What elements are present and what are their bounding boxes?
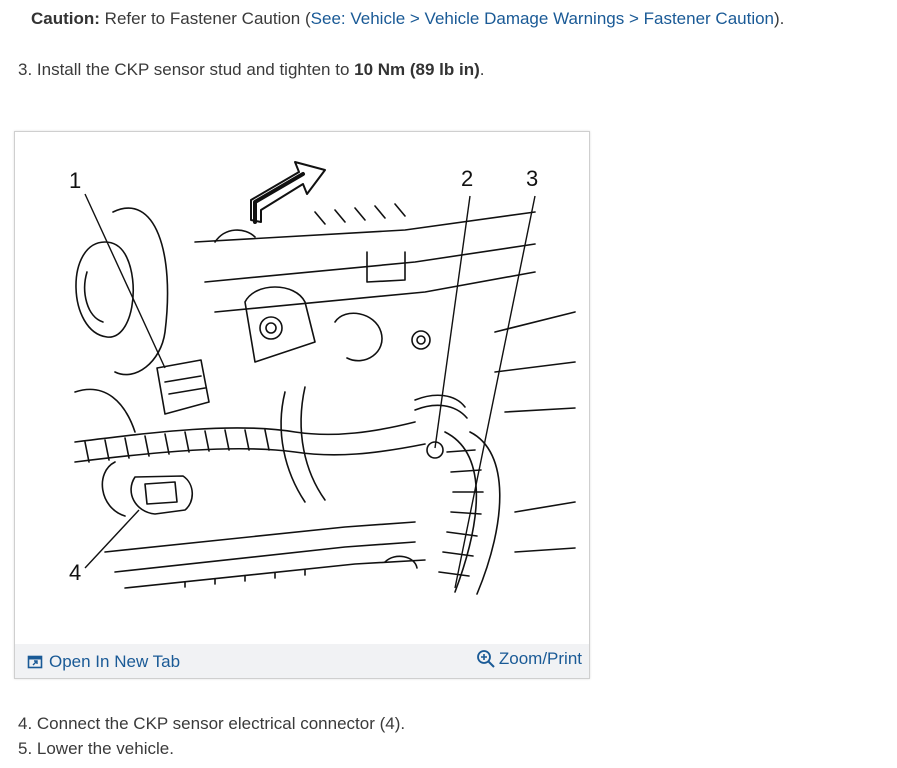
zoom-print-button[interactable]: Zoom/Print [476,649,582,669]
figure-panel: 1 2 3 4 Open In New Tab Zoom/Print [14,131,590,679]
open-in-new-tab-icon [27,655,43,669]
caution-text: Refer to Fastener Caution ( [99,9,311,28]
torque-spec: 10 Nm (89 lb in) [354,60,480,79]
fastener-caution-link[interactable]: See: Vehicle > Vehicle Damage Warnings >… [310,9,775,28]
open-in-new-tab-button[interactable]: Open In New Tab [27,652,180,672]
callout-4: 4 [69,560,81,585]
open-in-new-tab-label: Open In New Tab [49,652,181,671]
caution-close: ). [774,9,785,28]
callout-2: 2 [461,166,473,191]
callout-3: 3 [526,166,538,191]
step-3-text: 3. Install the CKP sensor stud and tight… [18,60,355,79]
caution-note: Caution: Refer to Fastener Caution (See:… [31,9,784,29]
zoom-print-label: Zoom/Print [498,649,582,668]
ckp-sensor-illustration: 1 2 3 4 [69,161,576,595]
magnifier-plus-icon [476,650,495,668]
callout-1: 1 [69,168,81,193]
figure-toolbar: Open In New Tab Zoom/Print [15,644,589,678]
step-5: 5. Lower the vehicle. [18,739,174,758]
step-3-end: . [479,60,485,79]
step-3: 3. Install the CKP sensor stud and tight… [18,60,485,80]
caution-label: Caution: [31,9,100,28]
step-4: 4. Connect the CKP sensor electrical con… [18,714,406,733]
